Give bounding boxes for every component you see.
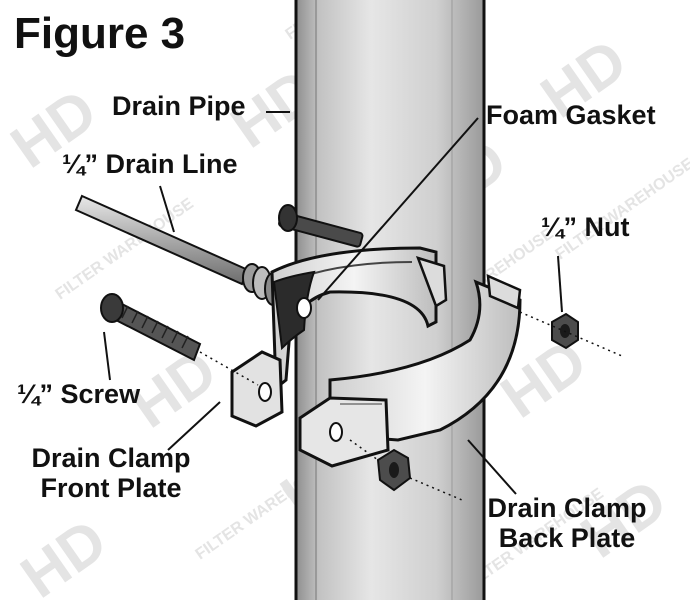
svg-text:HD: HD <box>9 506 118 600</box>
svg-text:FILTER WAREHOUSE: FILTER WAREHOUSE <box>553 155 690 263</box>
screw-label: ¼” Screw <box>17 379 141 409</box>
drain-line-label: ¼” Drain Line <box>62 149 238 179</box>
drain-clamp-back-plate <box>298 273 522 468</box>
drain-pipe-label: Drain Pipe <box>112 91 246 121</box>
foam-gasket-label: Foam Gasket <box>486 100 656 130</box>
front-screw <box>100 293 202 362</box>
drain-line <box>74 194 282 306</box>
rear-screw <box>278 204 364 248</box>
back-plate-label: Drain Clamp Back Plate <box>487 493 647 553</box>
foam-gasket <box>272 270 316 351</box>
drain-clamp-front-plate <box>230 246 448 428</box>
alignment-lines <box>199 311 623 501</box>
drain-pipe <box>294 0 486 600</box>
figure-title: Figure 3 <box>14 9 186 58</box>
leader-lines <box>103 111 563 495</box>
front-plate-label: Drain Clamp Front Plate <box>31 443 191 503</box>
nut-label: ¼” Nut <box>541 212 630 242</box>
